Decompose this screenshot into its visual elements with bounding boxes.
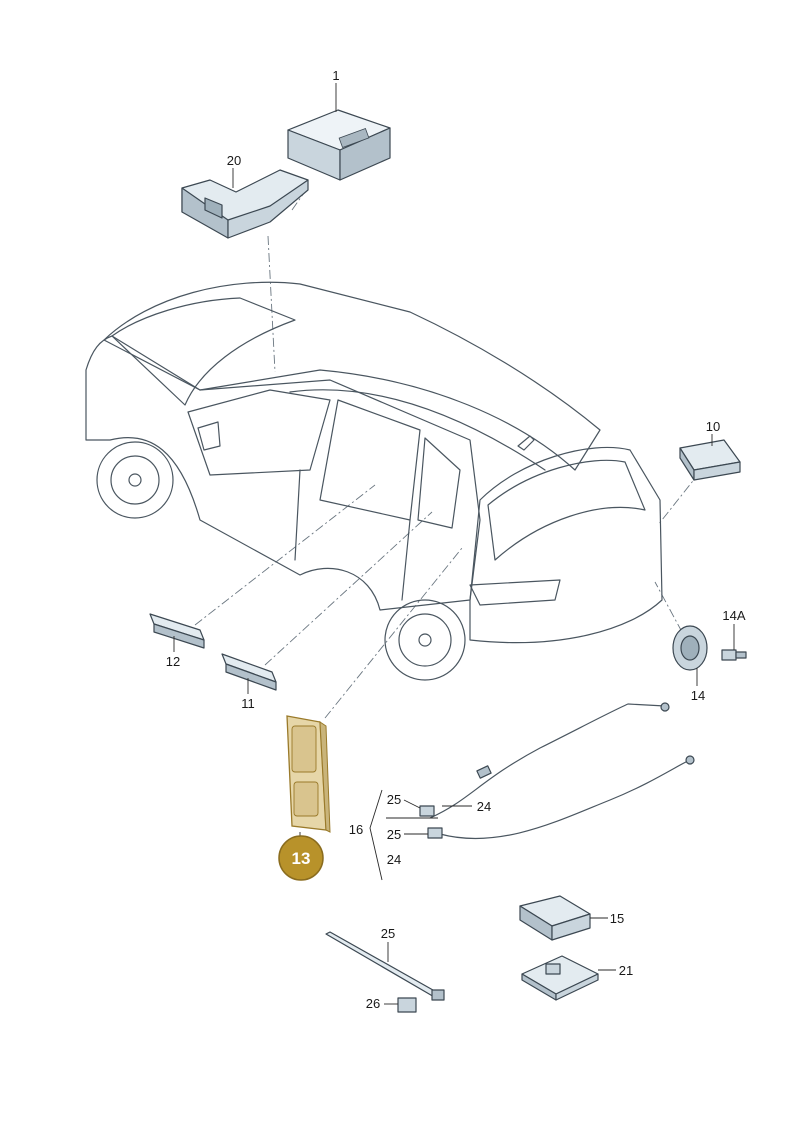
part-10-antenna-module[interactable] (679, 434, 741, 481)
callout-25-upper: 25 (387, 792, 401, 807)
assignment-lines (194, 189, 701, 719)
callout-12: 12 (166, 654, 180, 669)
vehicle-outline (85, 281, 663, 681)
highlight-number: 13 (292, 849, 311, 868)
part-13-control-unit[interactable] (286, 715, 331, 844)
part-15-module[interactable] (519, 895, 608, 941)
callout-15: 15 (610, 911, 624, 926)
part-16-wiring-harness[interactable] (369, 702, 695, 881)
callout-20: 20 (227, 153, 241, 168)
part-14-loudspeaker[interactable] (672, 625, 708, 686)
callout-14: 14 (691, 688, 705, 703)
callout-25-middle: 25 (387, 827, 401, 842)
callout-10: 10 (706, 419, 720, 434)
part-20-bracket[interactable] (181, 168, 309, 239)
callout-1: 1 (332, 68, 339, 83)
part-11-antenna[interactable] (221, 653, 277, 694)
callout-26: 26 (366, 996, 380, 1011)
callout-21: 21 (619, 963, 633, 978)
callout-16: 16 (349, 822, 363, 837)
callout-24-lower: 24 (387, 852, 401, 867)
callout-24-upper: 24 (477, 799, 491, 814)
highlight-badge[interactable]: 13 (278, 835, 324, 881)
part-1-control-unit[interactable] (287, 83, 391, 181)
callout-11: 11 (241, 696, 255, 711)
part-21-holder[interactable] (521, 955, 616, 1001)
callout-25-lower: 25 (381, 926, 395, 941)
callout-14A: 14A (722, 608, 745, 623)
part-25-cable-tie[interactable] (325, 931, 445, 1001)
part-12-antenna[interactable] (149, 613, 205, 652)
part-26-clip[interactable] (384, 997, 417, 1013)
callout-labels: 1 20 10 14A 14 12 11 16 25 24 25 24 15 2… (166, 68, 746, 1011)
part-14A-screw[interactable] (721, 624, 747, 661)
